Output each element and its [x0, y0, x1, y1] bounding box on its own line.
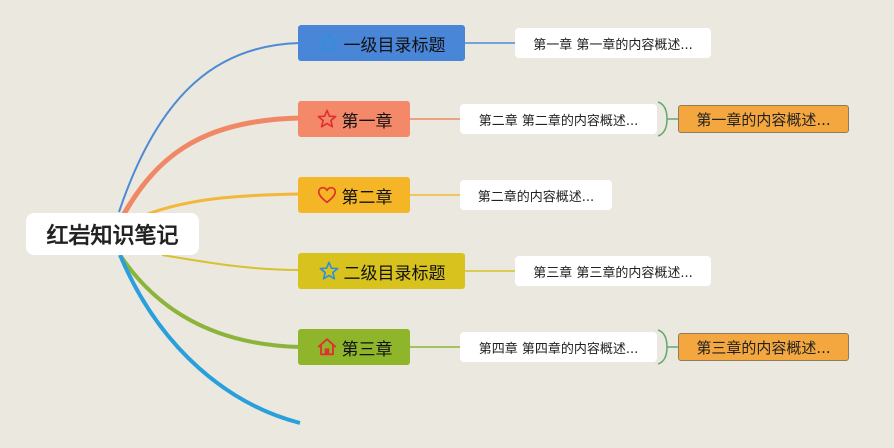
branch-topic-label: 第二章 — [341, 187, 393, 208]
summary-bracket-2 — [657, 329, 668, 365]
branch-topic-label: 二级目录标题 — [343, 263, 446, 284]
home-icon — [316, 336, 338, 358]
leaf-topic-5[interactable]: 第四章 第四章的内容概述... — [460, 332, 657, 362]
star-icon — [316, 108, 338, 130]
summary-topic-label: 第一章的内容概述... — [696, 110, 831, 129]
summary-bracket-1 — [657, 101, 668, 137]
leaf-topic-label: 第二章的内容概述... — [477, 189, 595, 205]
leaf-topic-4[interactable]: 第三章 第三章的内容概述... — [515, 256, 711, 286]
leaf-topic-label: 第三章 第三章的内容概述... — [533, 265, 693, 281]
summary-topic-label: 第三章的内容概述... — [696, 338, 831, 357]
leaf-topic-label: 第四章 第四章的内容概述... — [478, 341, 639, 357]
star-icon — [318, 260, 340, 282]
root-topic-label: 红岩知识笔记 — [46, 224, 179, 249]
branch-topic-2[interactable]: 第一章 — [298, 101, 410, 137]
connector-branch-4 — [161, 254, 301, 271]
summary-topic-1[interactable]: 第一章的内容概述... — [678, 105, 849, 133]
leaf-topic-2[interactable]: 第二章 第二章的内容概述... — [460, 104, 657, 134]
branch-topic-5[interactable]: 第三章 — [298, 329, 410, 365]
branch-topic-4[interactable]: 二级目录标题 — [298, 253, 465, 289]
leaf-topic-label: 第二章 第二章的内容概述... — [478, 113, 639, 129]
connector-branch-3 — [144, 192, 301, 217]
connector-branch-5 — [118, 253, 301, 349]
branch-topic-label: 一级目录标题 — [343, 35, 446, 56]
branch-topic-label: 第三章 — [341, 339, 393, 360]
leaf-topic-label: 第一章 第一章的内容概述... — [533, 37, 693, 53]
star-icon — [318, 32, 340, 54]
branch-topic-label: 第一章 — [341, 111, 393, 132]
connector-branch-1 — [118, 42, 301, 213]
summary-topic-2[interactable]: 第三章的内容概述... — [678, 333, 849, 361]
root-topic[interactable]: 红岩知识笔记 — [26, 213, 199, 255]
leaf-topic-1[interactable]: 第一章 第一章的内容概述... — [515, 28, 711, 58]
heart-icon — [316, 184, 338, 206]
connector-branch-2 — [121, 115, 301, 216]
branch-topic-1[interactable]: 一级目录标题 — [298, 25, 465, 61]
branch-topic-3[interactable]: 第二章 — [298, 177, 410, 213]
connector-branch-6 — [118, 254, 301, 425]
leaf-topic-3[interactable]: 第二章的内容概述... — [460, 180, 612, 210]
